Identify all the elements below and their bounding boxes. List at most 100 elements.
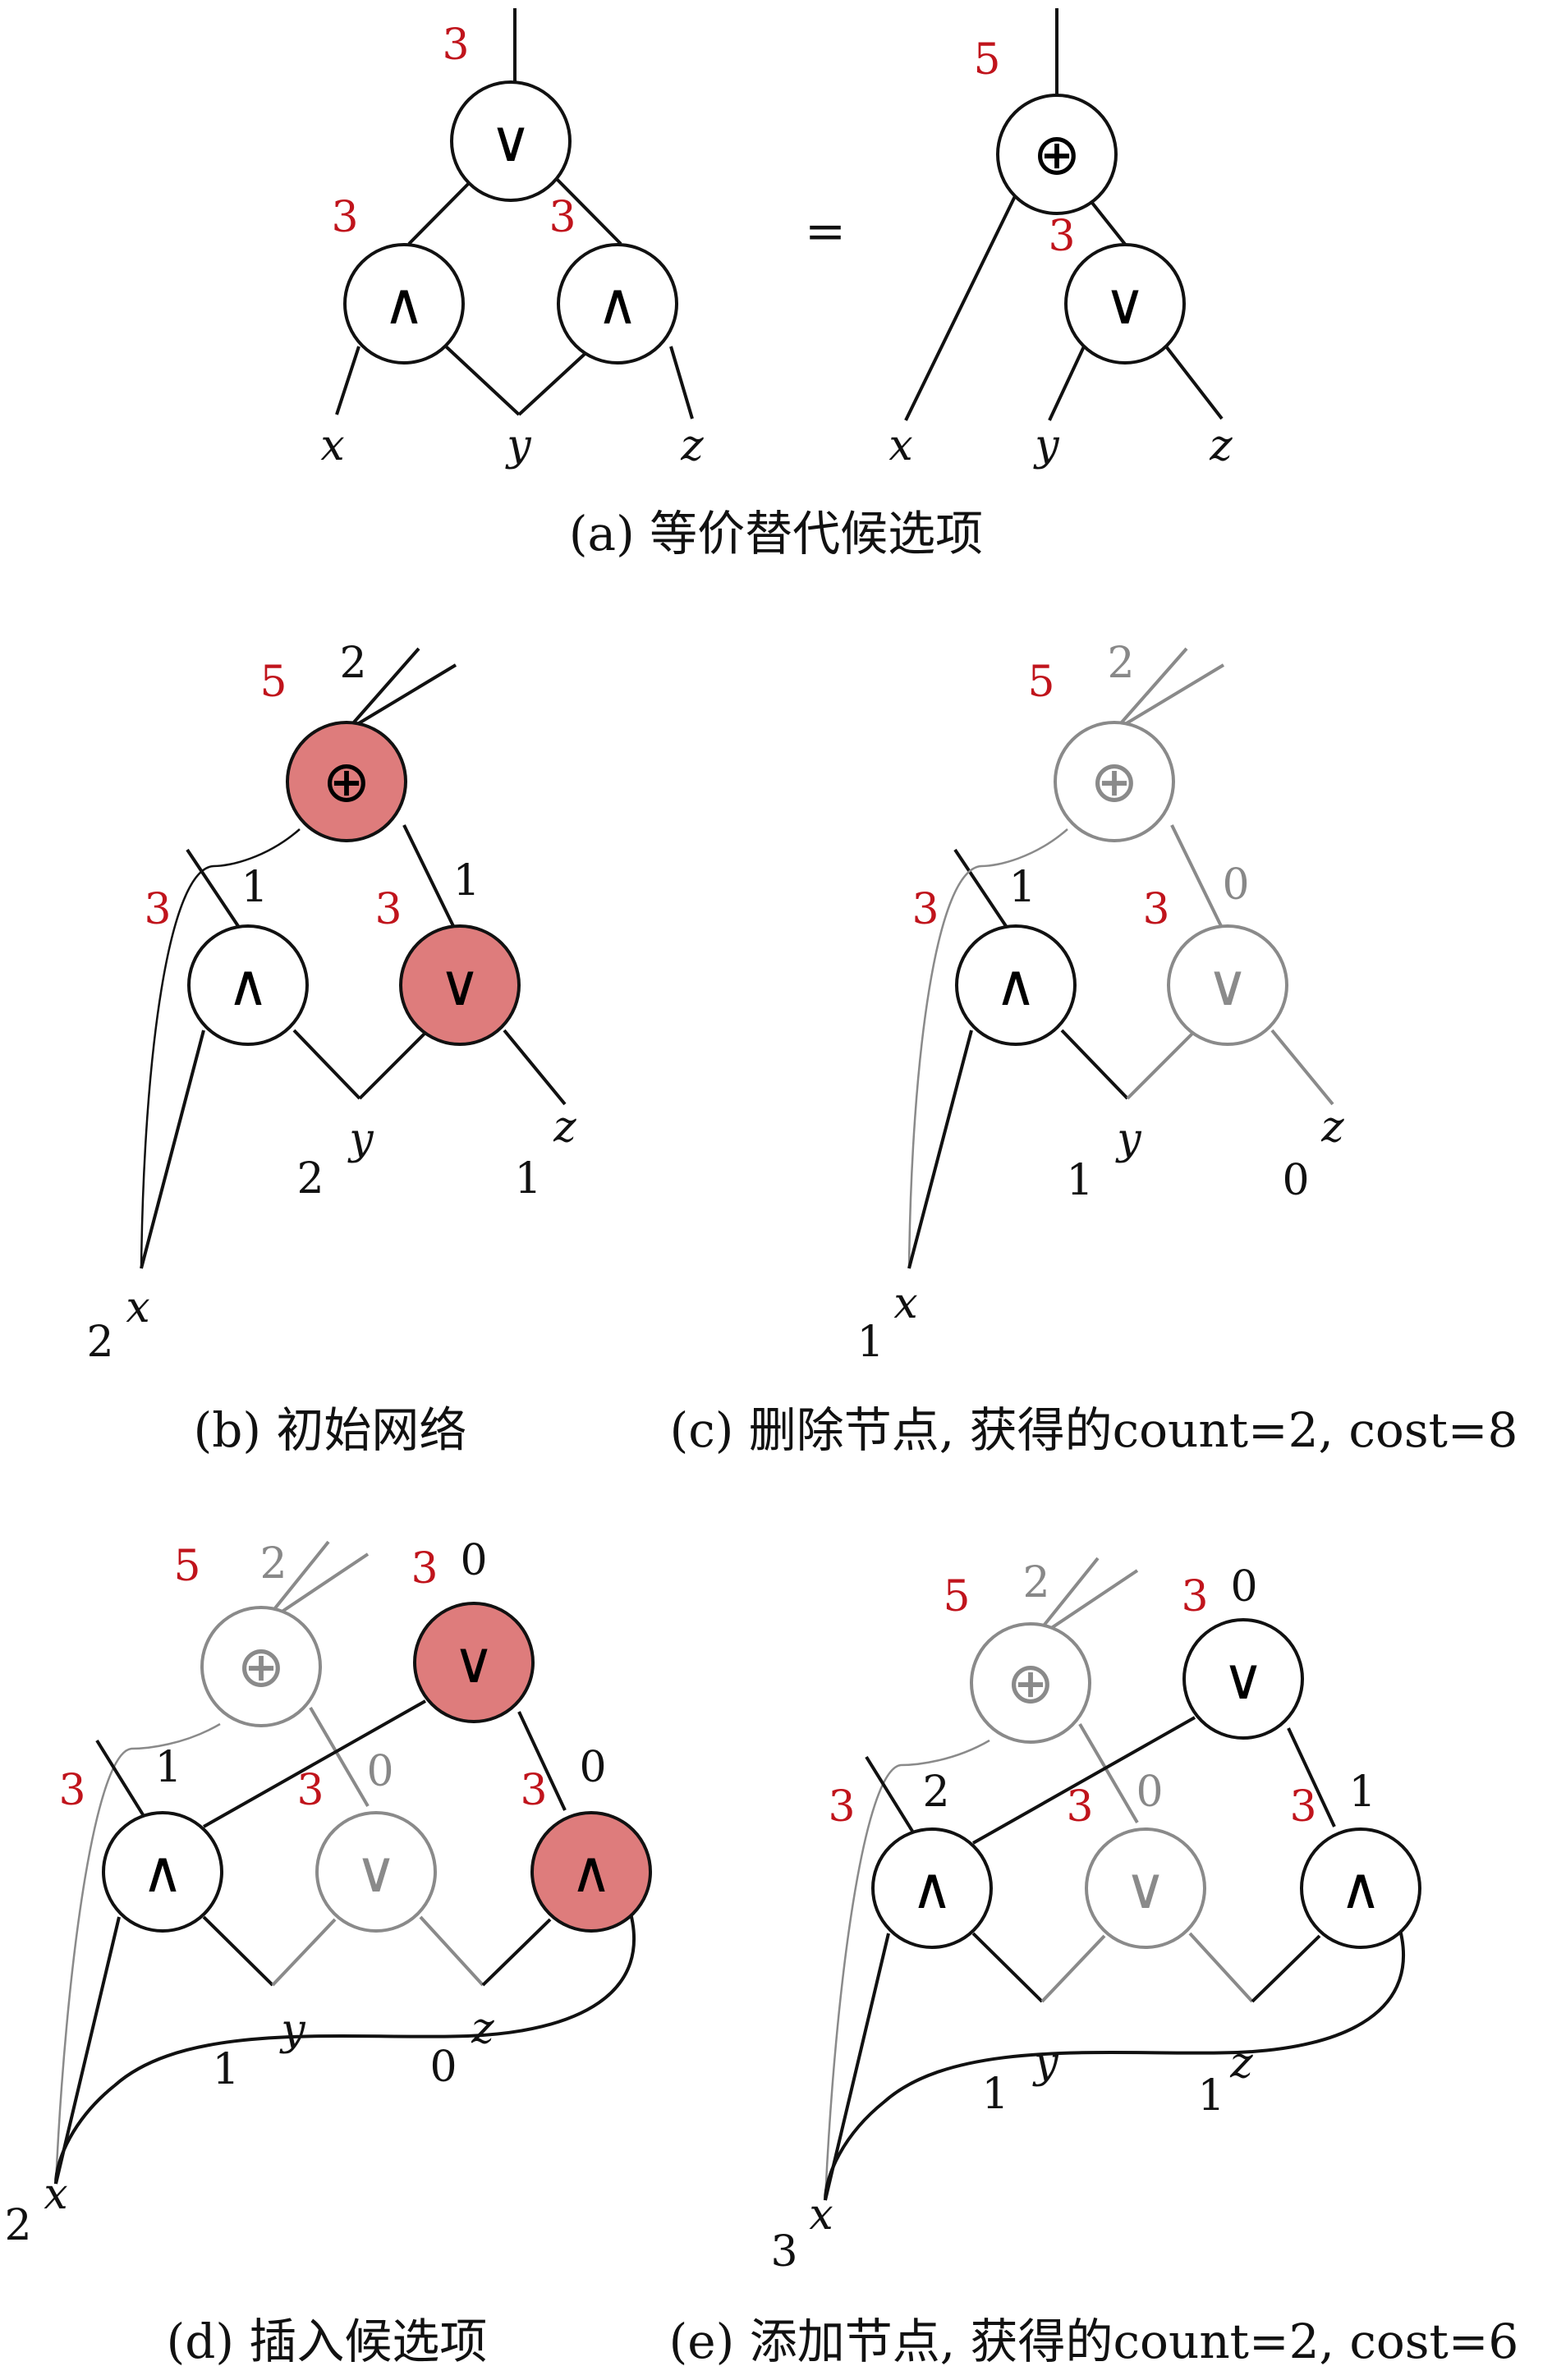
- and-node: [343, 243, 465, 365]
- or-red-label: 3: [1066, 1782, 1093, 1832]
- new-and-node-highlighted: [530, 1811, 652, 1933]
- new-and-red-label: 3: [520, 1766, 547, 1815]
- edge: [186, 848, 246, 938]
- edge: [971, 1932, 1044, 2003]
- panel-a-left-tree: ∨ ∧ ∧ 3 3 3 x y z: [320, 8, 704, 470]
- new-and-red-label: 3: [1289, 1782, 1316, 1832]
- or-node-highlighted: [399, 924, 521, 1046]
- caption-e: (e) 添加节点, 获得的count=2, cost=6: [669, 2314, 1519, 2369]
- edge: [54, 1916, 121, 2185]
- and-symbol: ∧: [227, 952, 269, 1019]
- edge: [358, 1031, 427, 1100]
- x-count: 3: [770, 2227, 797, 2277]
- z-count: 1: [1197, 2071, 1224, 2121]
- xor-red-label: 5: [1027, 658, 1054, 707]
- edge: [1126, 1031, 1195, 1100]
- and-symbol: ∧: [994, 952, 1036, 1019]
- panel-a-right-tree: ⊕ ∨ 5 3 x y z: [888, 8, 1233, 470]
- or-symbol: ∨: [355, 1838, 397, 1905]
- or-symbol: ∨: [1104, 270, 1146, 337]
- caption-a: (a) 等价替代候选项: [569, 506, 983, 562]
- var-y: y: [1032, 2038, 1058, 2088]
- edge: [865, 1755, 919, 1841]
- y-count: 2: [296, 1154, 324, 1204]
- x-count: 2: [86, 1318, 113, 1367]
- var-z: z: [680, 421, 704, 470]
- var-x: x: [809, 2190, 833, 2240]
- root-label: 5: [973, 35, 1000, 85]
- and-node: [871, 1827, 993, 1949]
- var-x: x: [44, 2170, 67, 2219]
- or-node-faded: [1167, 924, 1288, 1046]
- y-count: 1: [1066, 1156, 1093, 1205]
- var-y: y: [1033, 421, 1059, 470]
- caption-d: (d) 插入候选项: [167, 2314, 488, 2369]
- and-label: 3: [331, 193, 358, 242]
- xor-red-label: 5: [943, 1572, 970, 1621]
- edge: [1287, 1727, 1336, 1827]
- edge: [481, 1918, 552, 1987]
- var-x: x: [320, 421, 344, 470]
- new-or-node-highlighted: [413, 1602, 535, 1723]
- edge: [1164, 345, 1224, 420]
- panel-e: ⊕ ∨ ∧ ∨ ∧ 5 2 3 0 3 2 3 0 3 1 y z x 1 1 …: [669, 1557, 1519, 2369]
- z-count: 1: [514, 1154, 541, 1204]
- new-and-node: [1300, 1827, 1421, 1949]
- var-z: z: [1209, 421, 1233, 470]
- edge: [1060, 1029, 1129, 1100]
- edge: [972, 1716, 1196, 1845]
- or-symbol: ∨: [489, 108, 531, 175]
- xor-symbol: ⊕: [237, 1633, 286, 1700]
- panel-b: ⊕ ∧ ∨ 5 2 3 1 3 1 y z x 2 1 2 (b) 初始网络: [86, 639, 576, 1458]
- edge: [407, 172, 480, 245]
- and-node: [102, 1811, 223, 1933]
- var-x: x: [126, 1283, 149, 1332]
- and-symbol: ∧: [570, 1838, 612, 1905]
- or-symbol: ∨: [452, 1629, 494, 1696]
- xor-symbol: ⊕: [1091, 748, 1139, 815]
- var-y: y: [505, 421, 531, 470]
- new-and-count: 0: [579, 1743, 606, 1792]
- or-node: [450, 80, 572, 202]
- xor-symbol: ⊕: [1033, 121, 1081, 188]
- z-count: 0: [1282, 1156, 1309, 1205]
- panel-a: ∨ ∧ ∧ 3 3 3 x y z = ⊕ ∨ 5 3 x y: [320, 8, 1233, 562]
- panel-d: ⊕ ∨ ∧ ∨ ∧ 5 2 3 0 3 1 3 0 3 0 y z x 1 0 …: [4, 1536, 652, 2369]
- xor-node-faded: [970, 1622, 1091, 1744]
- edge: [550, 172, 622, 245]
- or-symbol: ∨: [1222, 1645, 1264, 1713]
- root-label: 3: [442, 21, 469, 70]
- panel-c: ⊕ ∧ ∨ 5 2 3 1 3 0 y z x 1 0 1 (c) 删除节点, …: [670, 639, 1518, 1458]
- or-symbol: ∨: [439, 952, 480, 1019]
- edge: [1040, 1934, 1106, 2003]
- xor-symbol: ⊕: [323, 748, 371, 815]
- caption-c: (c) 删除节点, 获得的count=2, cost=8: [670, 1402, 1518, 1458]
- edge: [95, 1739, 149, 1824]
- z-count: 0: [429, 2043, 457, 2092]
- var-y: y: [347, 1115, 374, 1164]
- new-or-count: 0: [1230, 1562, 1257, 1612]
- and-count: 1: [1008, 863, 1035, 912]
- xor-red-label: 5: [259, 658, 287, 707]
- edge: [904, 194, 1017, 421]
- edge: [824, 1933, 890, 2201]
- edge: [1078, 1722, 1139, 1824]
- y-count: 1: [212, 2045, 239, 2094]
- new-or-node: [1182, 1618, 1304, 1740]
- and-node: [557, 243, 678, 365]
- xor-count: 2: [1022, 1558, 1049, 1607]
- x-count: 2: [4, 2201, 31, 2250]
- and-node: [187, 924, 309, 1046]
- and-symbol: ∧: [383, 270, 425, 337]
- var-y: y: [279, 2006, 305, 2055]
- xor-node: [996, 94, 1118, 215]
- and-symbol: ∧: [911, 1855, 953, 1922]
- edge: [907, 1029, 973, 1269]
- x-to-new-and-edge: [54, 1904, 636, 2185]
- xor-symbol: ⊕: [1007, 1649, 1055, 1717]
- x-count: 1: [856, 1318, 884, 1367]
- and-red-label: 3: [911, 885, 939, 934]
- equals-sign: =: [805, 203, 846, 260]
- and-red-label: 3: [58, 1766, 85, 1815]
